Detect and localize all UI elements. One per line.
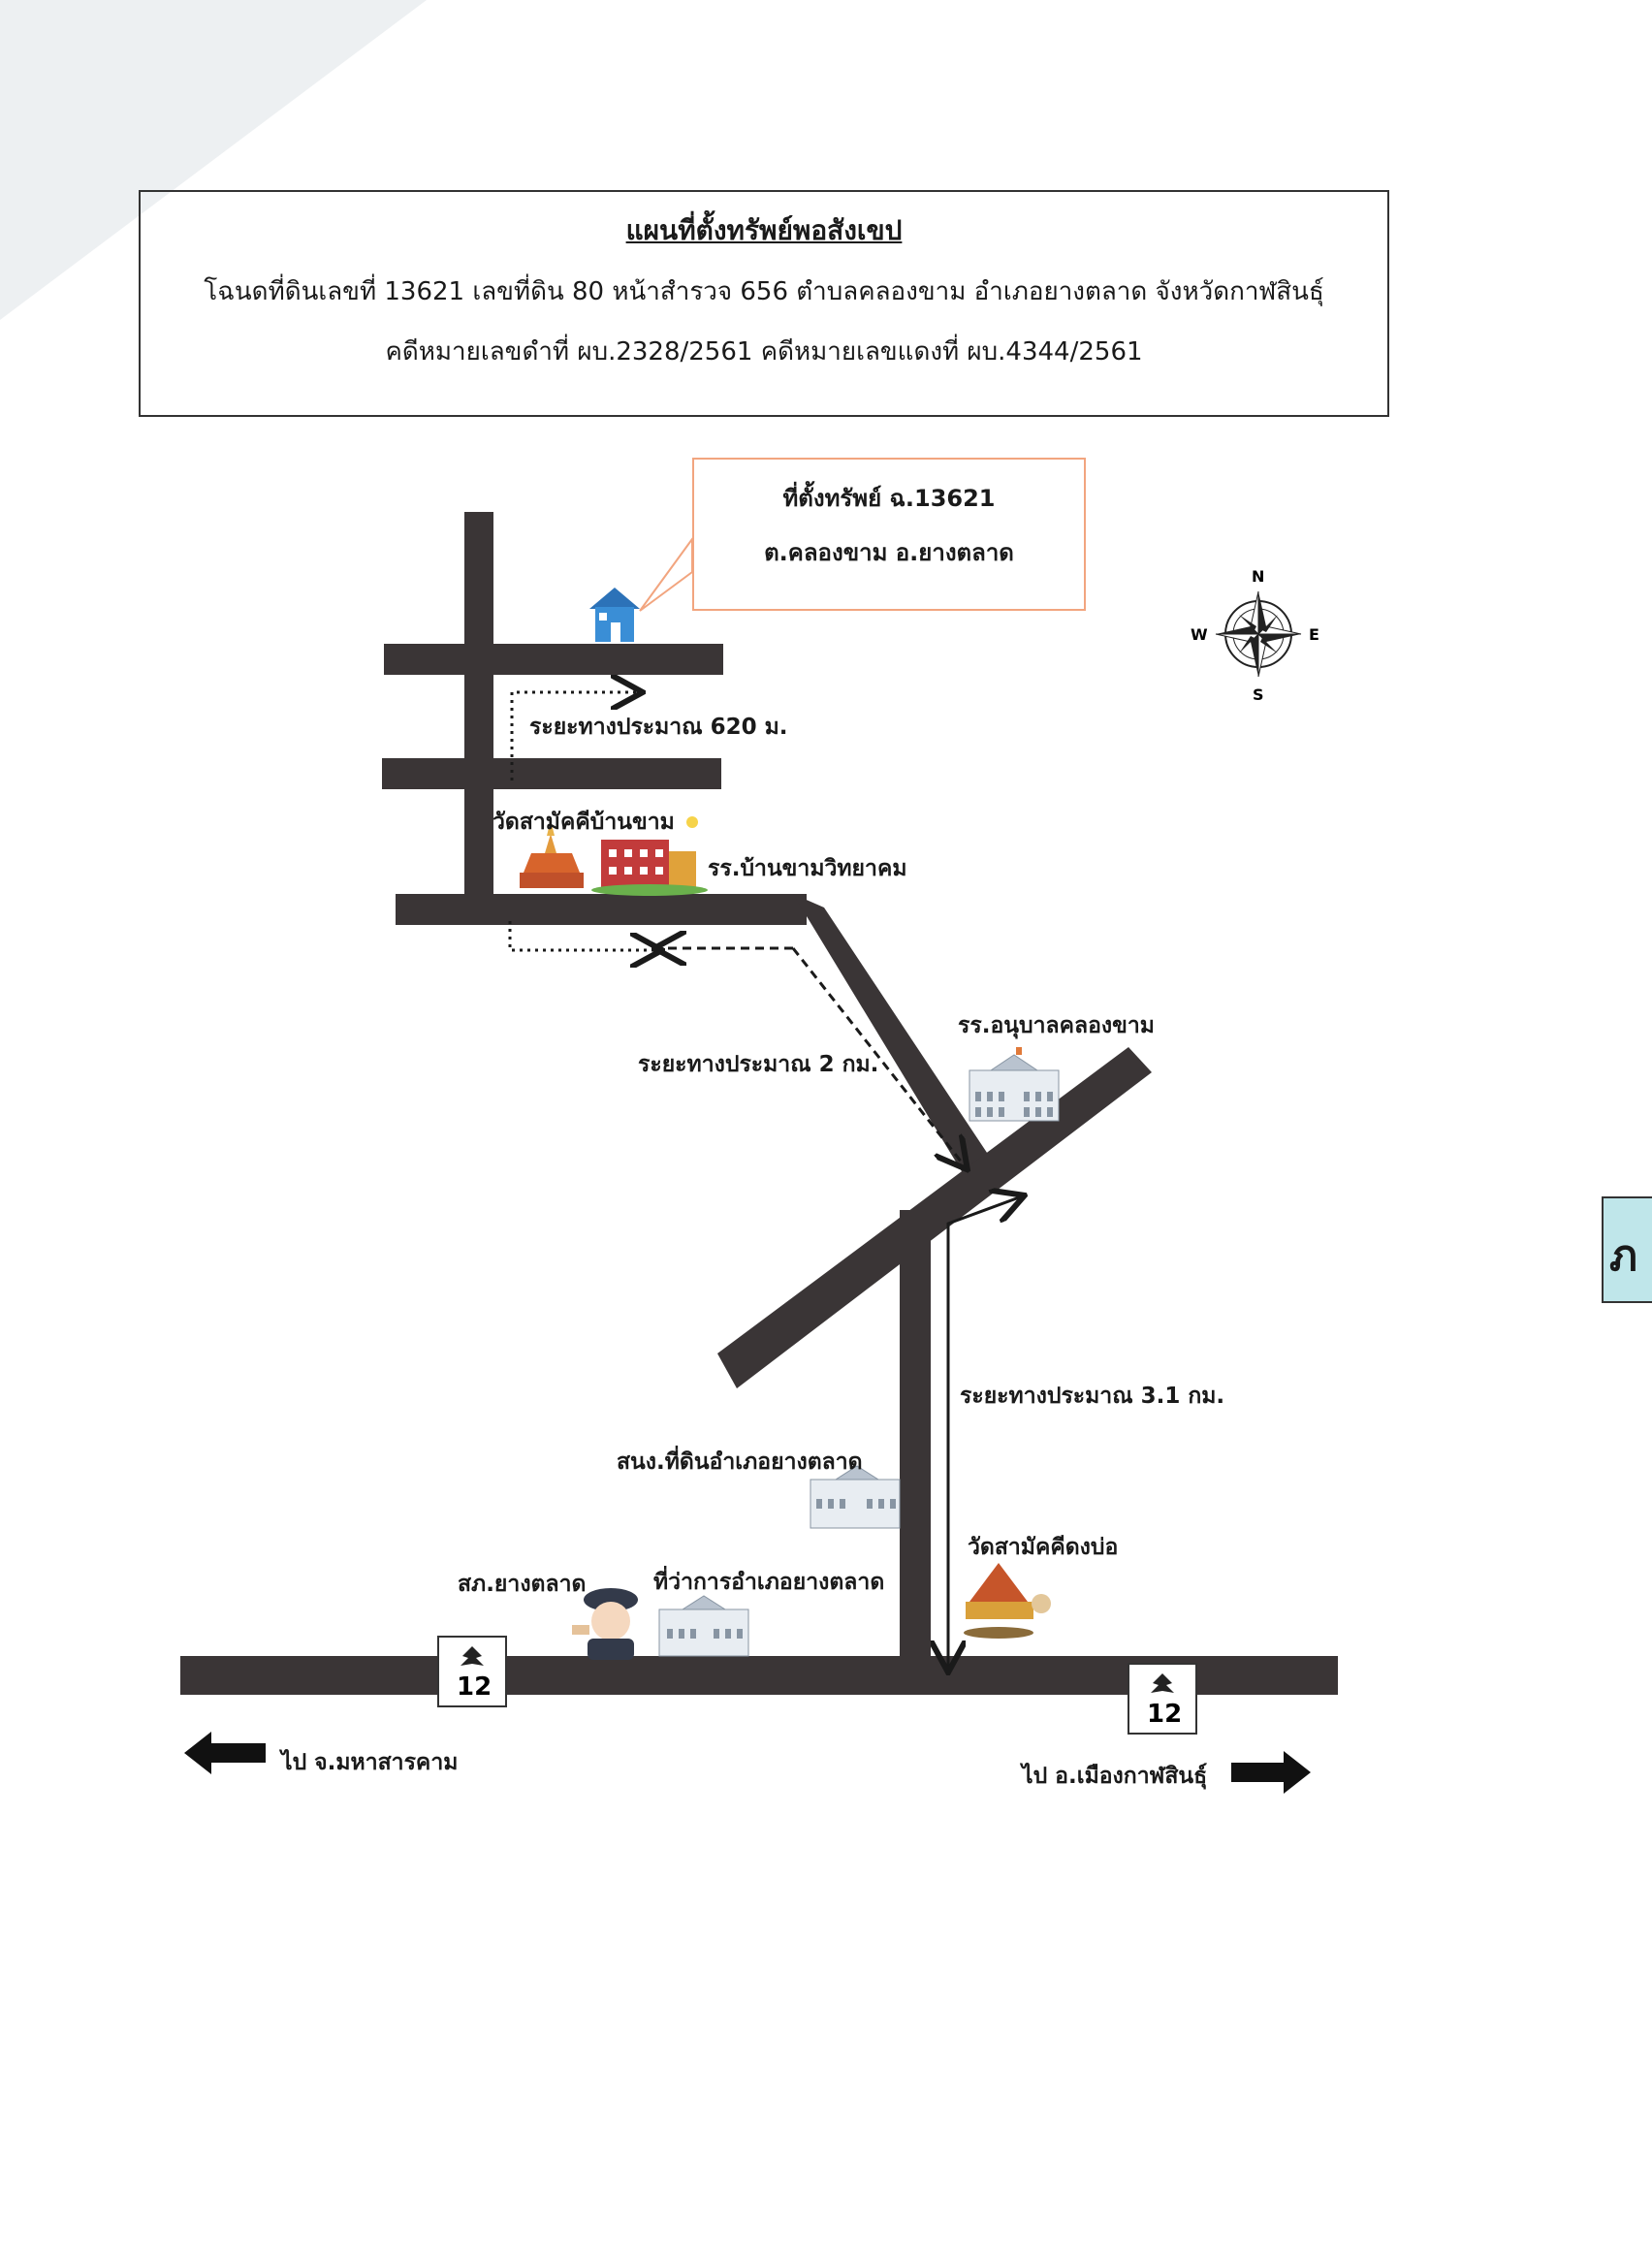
label-to-kalasin: ไป อ.เมืองกาฬสินธุ์ [1022,1764,1208,1789]
callout-deed: ที่ตั้งทรัพย์ ฉ.13621 [782,485,996,512]
office-icon [810,1465,901,1529]
label-distance-620m: ระยะทางประมาณ 620 ม. [529,715,788,740]
side-tab-text: ภ [1609,1231,1638,1281]
label-to-mahasarakham: ไป จ.มหาสารคาม [281,1750,459,1775]
compass-w: W [1191,625,1208,644]
road-diagonal-crossing [717,1047,1152,1388]
header-title: แผนที่ตั้งทรัพย์พอสังเขป [625,214,903,246]
road-temple-horizontal [396,894,807,925]
label-distance-2km: ระยะทางประมาณ 2 กม. [638,1052,879,1077]
dashed-route-2km-diagonal [791,947,966,1167]
label-distance-3-1km: ระยะทางประมาณ 3.1 กม. [960,1384,1225,1409]
label-district-office: ที่ว่าการอำเภอยางตลาด [653,1570,885,1595]
side-tab: ภ [1602,1196,1652,1303]
temple-icon [520,820,584,888]
arrow-right-icon [1231,1751,1311,1794]
solid-route-3km [946,1196,1022,1672]
dotted-route-temple [508,921,659,950]
highway-shield-left: 12 [437,1636,507,1707]
route-arrows [508,692,1022,1672]
callout-location: ต.คลองขาม อ.ยางตลาด [764,539,1014,566]
arrow-left-icon [184,1732,266,1774]
road-network [180,512,1338,1695]
school-icon [591,816,708,896]
compass-s: S [1253,685,1264,704]
header-box: แผนที่ตั้งทรัพย์พอสังเขป โฉนดที่ดินเลขที… [139,190,1389,417]
police-icon [572,1588,638,1660]
label-police: สภ.ยางตลาด [458,1572,587,1597]
compass-e: E [1309,625,1319,644]
highway-number-right: 12 [1147,1700,1182,1729]
property-callout: ที่ตั้งทรัพย์ ฉ.13621 ต.คลองขาม อ.ยางตลา… [692,458,1086,611]
garuda-icon [461,1646,484,1670]
label-kindergarten: รร.อนุบาลคลองขาม [958,1013,1155,1038]
label-temple-dong-bo: วัดสามัคคีดงบ่อ [968,1535,1119,1560]
road-second-horizontal [382,758,721,789]
highway-shield-right: 12 [1128,1663,1197,1735]
road-north-vertical [464,512,493,906]
header-deed-line: โฉนดที่ดินเลขที่ 13621 เลขที่ดิน 80 หน้า… [204,277,1324,306]
compass-n: N [1252,567,1264,586]
label-temple-ban-kham: วัดสามัคคีบ้านขาม [492,810,675,835]
header-case-line: คดีหมายเลขดำที่ ผบ.2328/2561 คดีหมายเลขแ… [385,337,1143,366]
callout-pointer [639,535,693,612]
district-office-icon [658,1595,749,1657]
road-diagonal-southeast [793,894,1001,1191]
dotted-route-620m [510,692,640,780]
highway-number-left: 12 [457,1672,492,1702]
road-top-horizontal [384,644,723,675]
temple-dong-bo-icon [964,1563,1051,1639]
house-icon [589,588,640,642]
road-south-vertical [900,1210,931,1668]
kindergarten-icon [969,1047,1060,1122]
label-school-ban-kham: รร.บ้านขามวิทยาคม [708,856,907,881]
label-land-office: สนง.ที่ดินอำเภอยางตลาด [617,1449,863,1475]
compass-icon: N S E W [1191,567,1319,704]
page-fold [0,0,427,320]
